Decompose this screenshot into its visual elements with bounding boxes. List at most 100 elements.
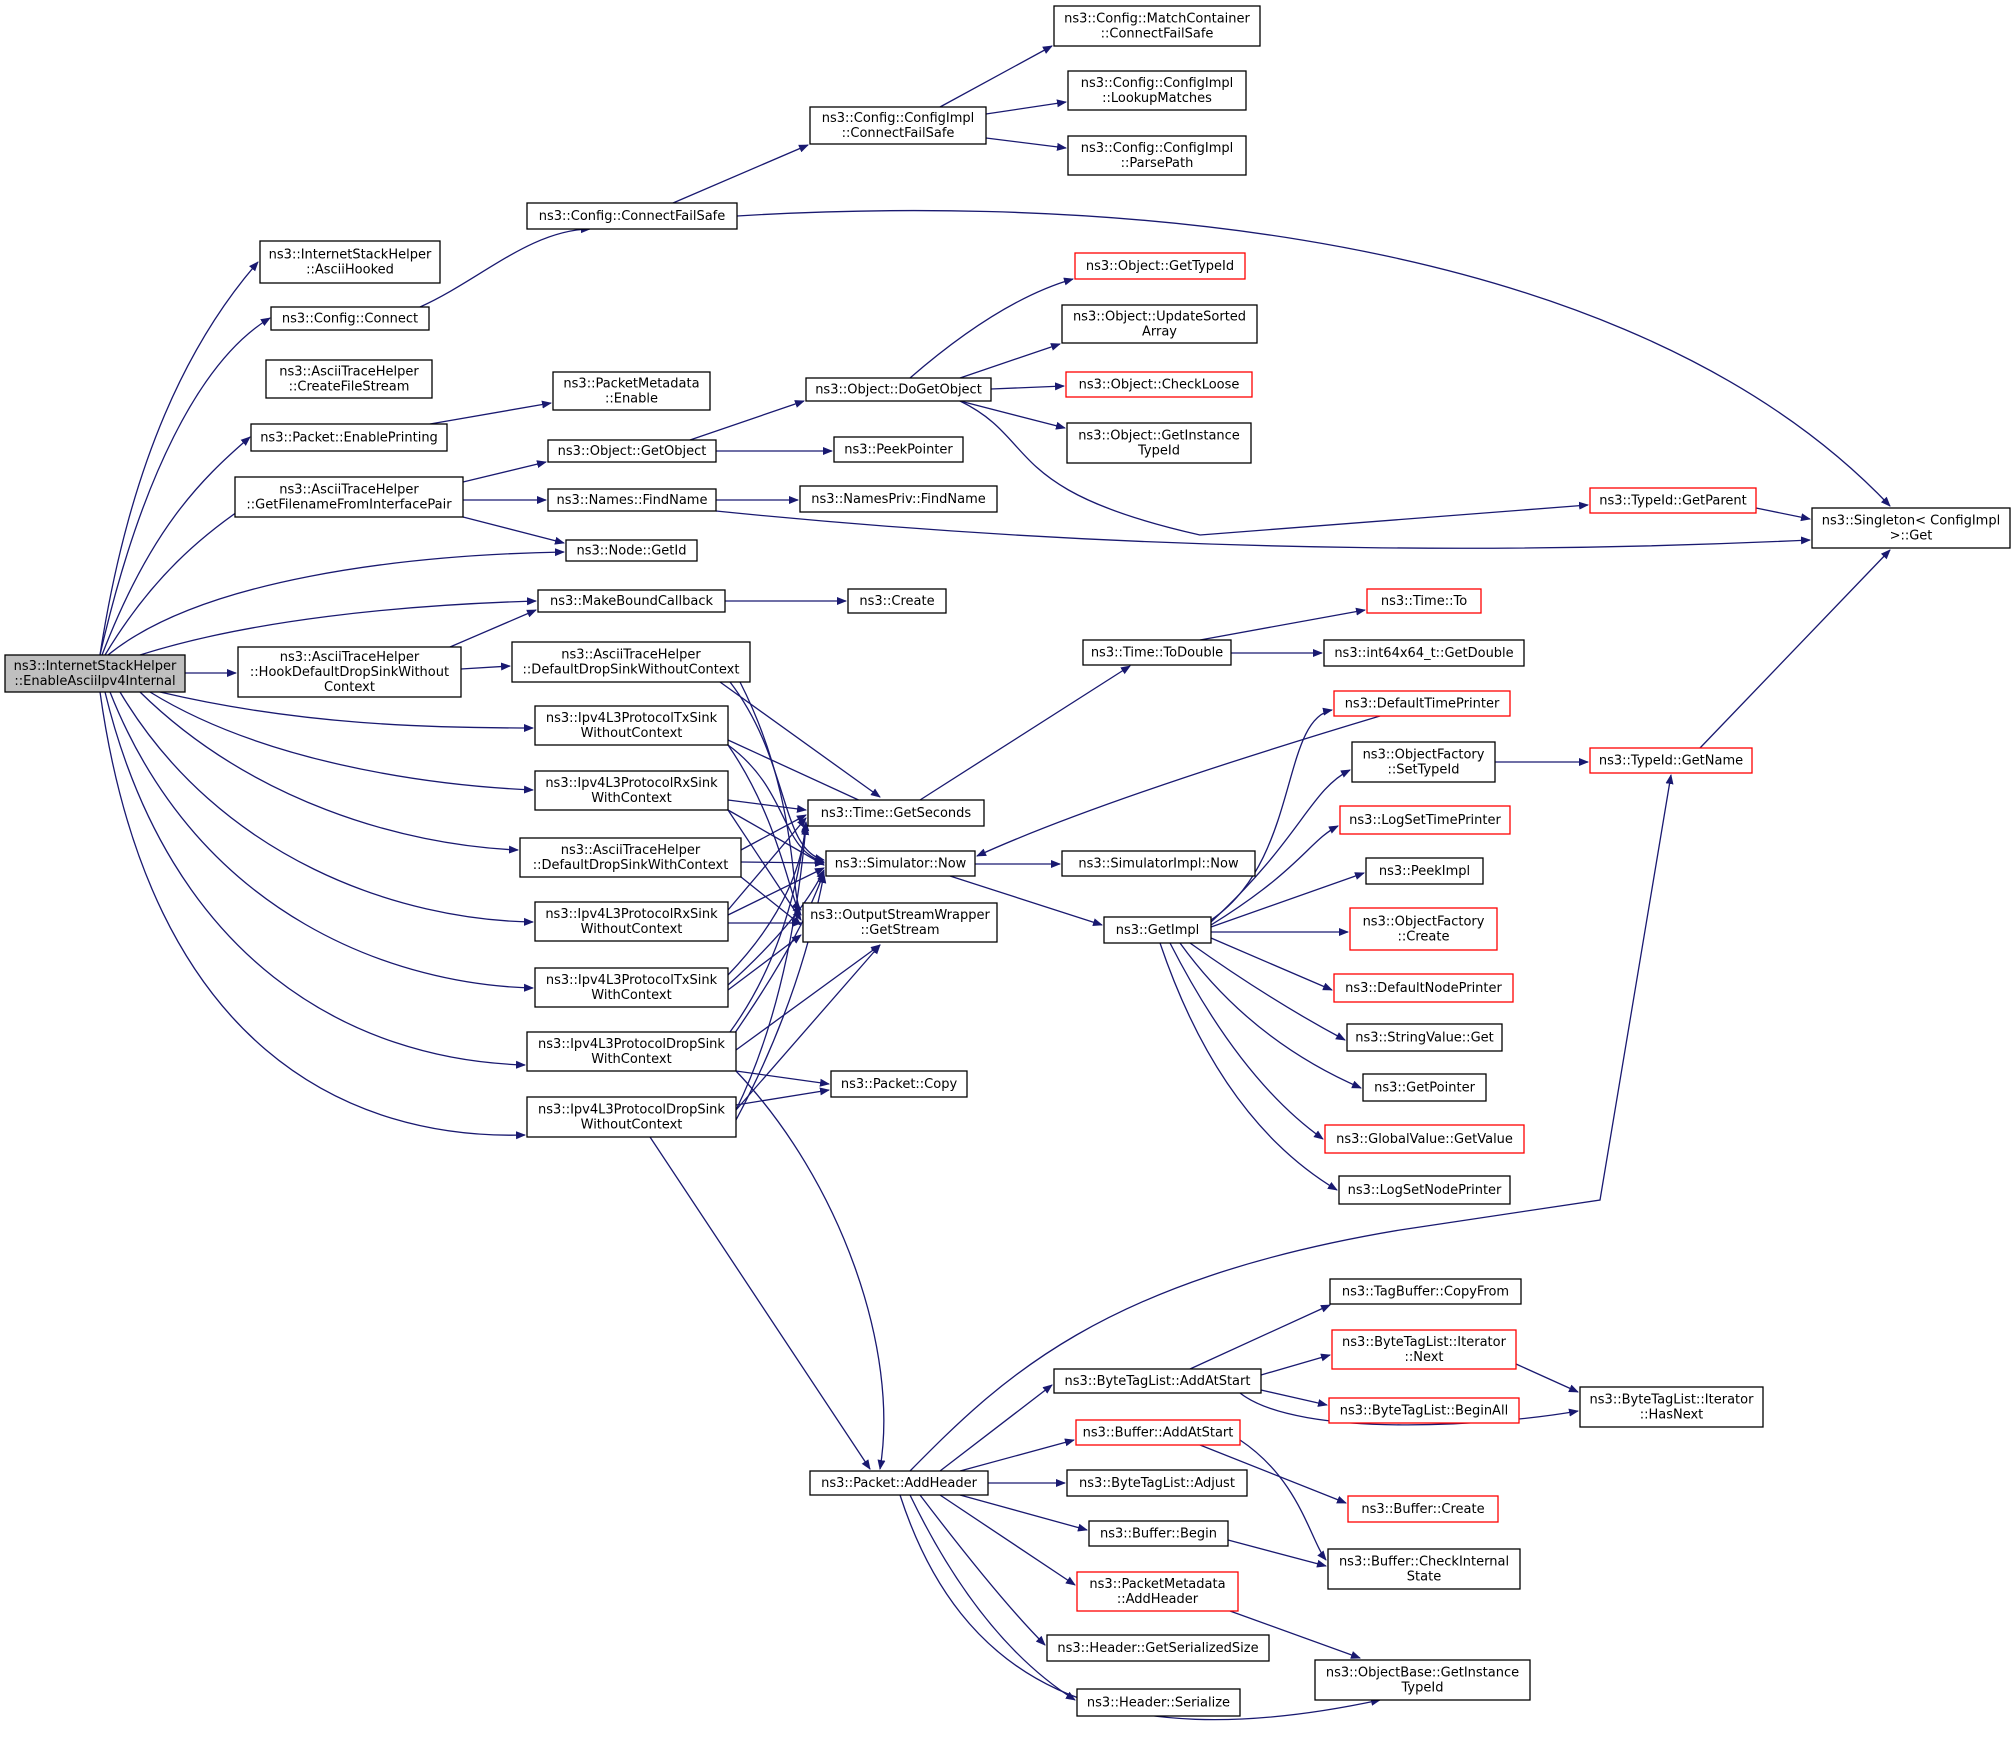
function-node-namesFind[interactable]: ns3::Names::FindName bbox=[547, 488, 717, 512]
function-node-pktCopy[interactable]: ns3::Packet::Copy bbox=[830, 1070, 968, 1098]
function-node-bufAddAtStart[interactable]: ns3::Buffer::AddAtStart bbox=[1075, 1419, 1241, 1446]
call-arrow bbox=[735, 825, 810, 1111]
function-node-parse[interactable]: ns3::Config::ConfigImpl::ParsePath bbox=[1067, 135, 1247, 176]
call-arrow bbox=[1260, 1353, 1331, 1376]
function-node-lookup[interactable]: ns3::Config::ConfigImpl::LookupMatches bbox=[1067, 70, 1247, 111]
function-node-dropWithout[interactable]: ns3::AsciiTraceHelper::DefaultDropSinkWi… bbox=[511, 641, 751, 683]
function-node-singletonGet[interactable]: ns3::Singleton< ConfigImpl >::Get bbox=[1811, 507, 2011, 549]
function-node-defNodePrinter[interactable]: ns3::DefaultNodePrinter bbox=[1333, 973, 1514, 1003]
function-node-addHeader[interactable]: ns3::Packet::AddHeader bbox=[809, 1470, 989, 1496]
function-node-athGetFile[interactable]: ns3::AsciiTraceHelper::GetFilenameFromIn… bbox=[234, 476, 464, 518]
function-node-typeParent[interactable]: ns3::TypeId::GetParent bbox=[1589, 487, 1757, 514]
function-node-typeGetName[interactable]: ns3::TypeId::GetName bbox=[1589, 747, 1753, 774]
function-node-btlIterNext[interactable]: ns3::ByteTagList::Iterator::Next bbox=[1331, 1329, 1517, 1370]
function-node-simNow[interactable]: ns3::Simulator::Now bbox=[825, 850, 976, 877]
call-arrow bbox=[959, 1494, 1088, 1532]
function-node-hdrSerialize[interactable]: ns3::Header::Serialize bbox=[1076, 1688, 1241, 1717]
function-node-ofCreate[interactable]: ns3::ObjectFactory::Create bbox=[1349, 907, 1498, 951]
function-node-cfgConnect[interactable]: ns3::Config::Connect bbox=[270, 306, 430, 331]
function-node-cfgImplCFS[interactable]: ns3::Config::ConfigImpl::ConnectFailSafe bbox=[809, 106, 987, 145]
function-node-getImpl[interactable]: ns3::GetImpl bbox=[1103, 916, 1212, 944]
call-arrow bbox=[735, 1087, 830, 1106]
function-node-athCreate[interactable]: ns3::AsciiTraceHelper::CreateFileStream bbox=[265, 359, 433, 399]
call-edge-pdWithout-to-addHeader bbox=[649, 1136, 871, 1470]
function-node-objGetObject[interactable]: ns3::Object::GetObject bbox=[547, 439, 717, 463]
function-node-pmEnable[interactable]: ns3::PacketMetadata::Enable bbox=[552, 371, 711, 411]
call-arrow bbox=[990, 382, 1065, 391]
function-node-toDouble[interactable]: ns3::Time::ToDouble bbox=[1082, 639, 1232, 666]
function-node-checkLoose[interactable]: ns3::Object::CheckLoose bbox=[1065, 371, 1253, 398]
function-node-ofSetTypeId[interactable]: ns3::ObjectFactory::SetTypeId bbox=[1351, 741, 1496, 783]
function-node-hdrGetSize[interactable]: ns3::Header::GetSerializedSize bbox=[1046, 1634, 1270, 1662]
call-edge-cfgImplCFS-to-lookup bbox=[985, 99, 1067, 115]
function-node-create[interactable]: ns3::Create bbox=[847, 588, 947, 614]
call-edge-cfgImplCFS-to-parse bbox=[985, 137, 1067, 151]
function-node-pktEnable[interactable]: ns3::Packet::EnablePrinting bbox=[250, 423, 448, 452]
function-node-mcCFS[interactable]: ns3::Config::MatchContainer::ConnectFail… bbox=[1053, 5, 1261, 47]
function-node-defTimePrinter[interactable]: ns3::DefaultTimePrinter bbox=[1333, 690, 1511, 717]
function-node-btlAddAtStart[interactable]: ns3::ByteTagList::AddAtStart bbox=[1053, 1368, 1262, 1394]
call-edge-typeParent-to-singletonGet bbox=[1755, 507, 1811, 522]
root-function-node[interactable]: ns3::InternetStackHelper::EnableAsciiIpv… bbox=[4, 654, 186, 693]
function-node-peekPointer[interactable]: ns3::PeekPointer bbox=[833, 436, 964, 463]
function-node-bufBegin[interactable]: ns3::Buffer::Begin bbox=[1088, 1520, 1229, 1547]
function-node-nodeGetId[interactable]: ns3::Node::GetId bbox=[565, 539, 698, 562]
node-label: ns3::LogSetNodePrinter bbox=[1348, 1183, 1502, 1198]
function-node-strValGet[interactable]: ns3::StringValue::Get bbox=[1346, 1023, 1503, 1052]
call-edge-btlAddAtStart-to-btlBeginAll bbox=[1260, 1389, 1328, 1407]
function-node-gvGetValue[interactable]: ns3::GlobalValue::GetValue bbox=[1324, 1124, 1525, 1154]
call-edge-pdWith-to-simNow bbox=[729, 871, 825, 1041]
function-node-dropWith[interactable]: ns3::AsciiTraceHelper::DefaultDropSinkWi… bbox=[519, 837, 742, 878]
function-node-getSeconds[interactable]: ns3::Time::GetSeconds bbox=[807, 799, 985, 827]
call-edge-btlAddAtStart-to-tagCopyFrom bbox=[1189, 1304, 1331, 1370]
function-node-pdWithout[interactable]: ns3::Ipv4L3ProtocolDropSinkWithoutContex… bbox=[526, 1096, 737, 1138]
function-node-mbc[interactable]: ns3::MakeBoundCallback bbox=[537, 589, 726, 613]
node-label: ns3::Time::To bbox=[1381, 594, 1467, 609]
function-node-i64GetDouble[interactable]: ns3::int64x64_t::GetDouble bbox=[1323, 639, 1525, 667]
function-node-bufCreate[interactable]: ns3::Buffer::Create bbox=[1347, 1495, 1499, 1523]
function-node-objGetTypeId[interactable]: ns3::Object::GetTypeId bbox=[1074, 252, 1246, 280]
function-node-btlAdjust[interactable]: ns3::ByteTagList::Adjust bbox=[1066, 1469, 1248, 1497]
function-node-getPointer[interactable]: ns3::GetPointer bbox=[1362, 1073, 1487, 1102]
function-node-logSetNodePrinter[interactable]: ns3::LogSetNodePrinter bbox=[1338, 1175, 1511, 1205]
node-box bbox=[1329, 1278, 1522, 1305]
function-node-peekImpl[interactable]: ns3::PeekImpl bbox=[1365, 857, 1484, 885]
call-edge-dropWithout-to-getSeconds bbox=[719, 681, 881, 798]
node-box bbox=[1362, 1073, 1487, 1102]
node-box bbox=[534, 901, 729, 942]
call-edge-root-to-rxWithout bbox=[119, 691, 534, 926]
function-node-timeTo[interactable]: ns3::Time::To bbox=[1366, 588, 1482, 614]
node-label: ns3::PeekImpl bbox=[1379, 864, 1470, 879]
function-node-ash[interactable]: ns3::InternetStackHelper::AsciiHooked bbox=[259, 240, 441, 284]
node-box bbox=[1074, 252, 1246, 280]
node-label: ::CreateFileStream bbox=[289, 380, 410, 395]
node-box bbox=[1053, 5, 1261, 47]
function-node-osw[interactable]: ns3::OutputStreamWrapper::GetStream bbox=[802, 902, 998, 943]
function-node-btlBeginAll[interactable]: ns3::ByteTagList::BeginAll bbox=[1328, 1397, 1520, 1424]
function-node-hookDrop[interactable]: ns3::AsciiTraceHelper::HookDefaultDropSi… bbox=[237, 646, 462, 698]
function-node-npFind[interactable]: ns3::NamesPriv::FindName bbox=[799, 485, 998, 513]
call-edge-doGetObject-to-checkLoose bbox=[990, 382, 1065, 391]
function-node-logSetTimePrinter[interactable]: ns3::LogSetTimePrinter bbox=[1339, 805, 1511, 835]
function-node-cfgCFS[interactable]: ns3::Config::ConnectFailSafe bbox=[526, 202, 738, 230]
call-arrow bbox=[139, 597, 537, 656]
function-node-doGetObject[interactable]: ns3::Object::DoGetObject bbox=[805, 377, 992, 402]
function-node-tagCopyFrom[interactable]: ns3::TagBuffer::CopyFrom bbox=[1329, 1278, 1522, 1305]
function-node-btlIterHasNext[interactable]: ns3::ByteTagList::Iterator::HasNext bbox=[1579, 1386, 1764, 1428]
function-node-simImplNow[interactable]: ns3::SimulatorImpl::Now bbox=[1061, 850, 1256, 877]
function-node-pmAddHeader[interactable]: ns3::PacketMetadata::AddHeader bbox=[1076, 1571, 1239, 1612]
call-arrow bbox=[139, 691, 519, 854]
call-edge-rxWith-to-osw bbox=[727, 809, 802, 921]
call-arrow bbox=[1189, 942, 1346, 1041]
node-label: ns3::ObjectFactory bbox=[1363, 915, 1485, 930]
node-box bbox=[1327, 1548, 1521, 1590]
